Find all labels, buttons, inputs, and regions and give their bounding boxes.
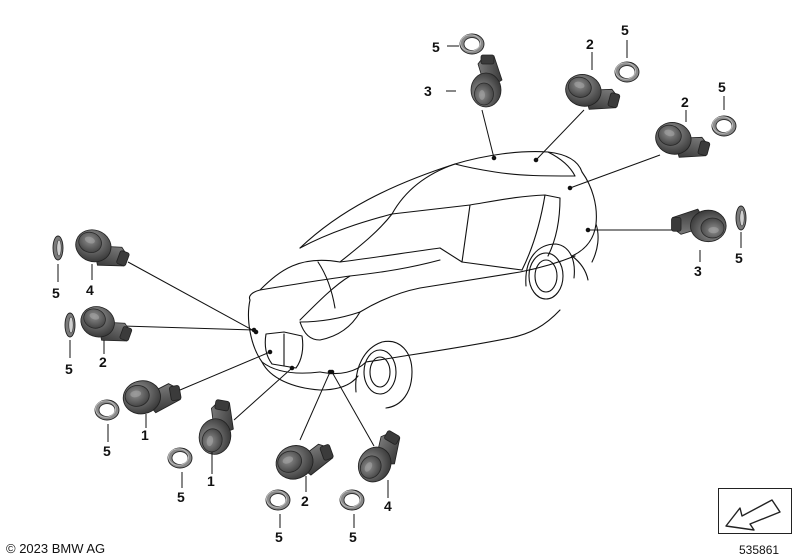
callout-number: 2 <box>99 354 107 370</box>
sensor-part <box>70 224 134 275</box>
callout-number: 5 <box>349 529 357 545</box>
sensor-part <box>75 301 137 350</box>
sensor-part <box>195 397 239 458</box>
leader-lines <box>123 109 676 447</box>
document-number: 535861 <box>739 543 780 557</box>
sensor-part <box>270 433 338 486</box>
sensor-part <box>671 208 727 243</box>
sensor-part <box>120 373 184 419</box>
callout-number: 1 <box>141 427 149 443</box>
callout-number: 5 <box>432 39 440 55</box>
callout-number: 5 <box>275 529 283 545</box>
callout-number: 1 <box>207 473 215 489</box>
ring-part <box>167 447 193 469</box>
callout-number: 5 <box>735 250 743 266</box>
callout-number: 2 <box>586 36 594 52</box>
callout-number: 5 <box>65 361 73 377</box>
callout-number: 2 <box>681 94 689 110</box>
callout-number: 5 <box>718 79 726 95</box>
callout-number: 5 <box>177 489 185 505</box>
ring-part <box>64 312 76 338</box>
callout-number: 5 <box>52 285 60 301</box>
sensor-part <box>651 118 714 165</box>
ring-part <box>711 115 737 137</box>
ring-part <box>735 205 747 231</box>
arrow-back-icon[interactable] <box>725 499 781 531</box>
car-outline <box>247 151 599 409</box>
ring-part <box>94 399 120 421</box>
navigation-box[interactable] <box>718 488 792 534</box>
ring-part <box>339 489 365 511</box>
callout-number: 3 <box>424 83 432 99</box>
callout-number: 5 <box>103 443 111 459</box>
ring-part <box>459 33 485 55</box>
copyright-text: © 2023 BMW AG <box>6 541 106 556</box>
ring-part <box>265 489 291 511</box>
sensor-part <box>470 54 503 108</box>
callout-number: 4 <box>384 498 392 514</box>
callout-number: 5 <box>621 22 629 38</box>
callout-number: 3 <box>694 263 702 279</box>
ring-part <box>52 235 64 261</box>
sensor-part <box>351 424 409 489</box>
ring-part <box>614 61 640 83</box>
sensor-part <box>561 70 624 117</box>
callout-number: 2 <box>301 493 309 509</box>
callout-number: 4 <box>86 282 94 298</box>
